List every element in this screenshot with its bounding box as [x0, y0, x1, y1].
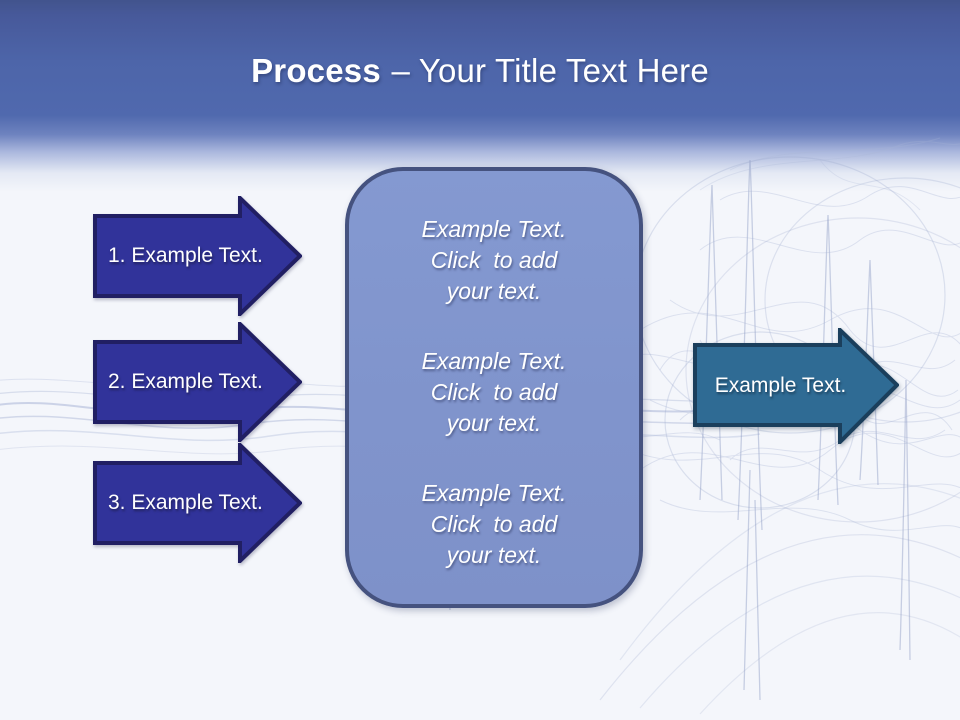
process-step-arrow-3[interactable]: 3. Example Text.: [93, 443, 302, 563]
process-step-label-1: 1. Example Text.: [108, 244, 263, 267]
panel-text-placeholder-1[interactable]: Example Text. Click to add your text.: [421, 216, 567, 304]
slide-title-text: – Your Title Text Here: [391, 52, 709, 89]
block-arrow-shape: [93, 196, 302, 316]
result-arrow-label: Example Text.: [714, 374, 847, 397]
result-arrow[interactable]: Example Text.: [693, 328, 899, 444]
panel-text-placeholder-3[interactable]: Example Text. Click to add your text.: [421, 480, 567, 568]
panel-text-placeholder-2[interactable]: Example Text. Click to add your text.: [421, 348, 567, 436]
center-text-panel[interactable]: Example Text. Click to add your text. Ex…: [345, 167, 643, 608]
slide-title[interactable]: Process – Your Title Text Here: [0, 52, 960, 90]
slide-title-keyword: Process: [251, 52, 381, 89]
header-band: [0, 0, 960, 192]
process-step-arrow-2[interactable]: 2. Example Text.: [93, 322, 302, 442]
process-step-label-3: 3. Example Text.: [108, 491, 263, 514]
block-arrow-shape: [93, 443, 302, 563]
process-step-label-2: 2. Example Text.: [108, 370, 263, 393]
process-step-arrow-1[interactable]: 1. Example Text.: [93, 196, 302, 316]
